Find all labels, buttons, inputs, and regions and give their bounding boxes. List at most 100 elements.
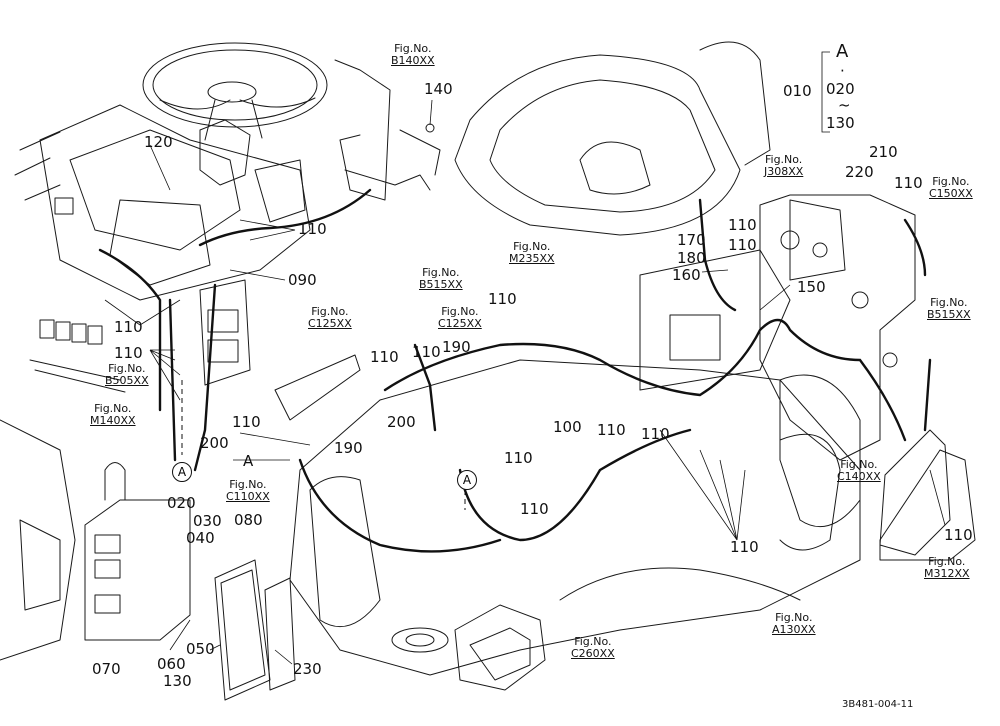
part-label-170: 170 — [677, 231, 706, 249]
drawing-code: 3B481-004-11 — [842, 699, 914, 710]
part-label-040: 040 — [186, 529, 215, 547]
part-label-150: 150 — [797, 278, 826, 296]
part-label-230: 230 — [293, 660, 322, 678]
fig-ref-prefix: Fig.No. — [513, 240, 551, 253]
fig-ref-code: B515XX — [927, 308, 971, 321]
bracket-b140 — [334, 59, 441, 201]
fig-ref-b515-left[interactable]: Fig.No. B515XX — [419, 267, 463, 290]
part-label-190: 190 — [334, 439, 363, 457]
fig-ref-c110[interactable]: Fig.No. C110XX — [226, 479, 270, 502]
part-label-110: 110 — [114, 344, 143, 362]
relay-module — [199, 279, 251, 386]
part-label-210: 210 — [869, 143, 898, 161]
fuse-cover — [214, 559, 296, 701]
part-label-080: 080 — [234, 511, 263, 529]
fig-ref-prefix: Fig.No. — [94, 402, 132, 415]
fig-ref-prefix: Fig.No. — [441, 305, 479, 318]
axle-housing — [779, 374, 976, 561]
frame-left — [0, 419, 76, 661]
fig-ref-b140[interactable]: Fig.No. B140XX — [391, 43, 435, 66]
fig-ref-m312[interactable]: Fig.No. M312XX — [924, 556, 970, 579]
operator-seat — [454, 41, 771, 236]
part-label-200: 200 — [387, 413, 416, 431]
fig-ref-code: J308XX — [764, 165, 804, 178]
fig-ref-c140[interactable]: Fig.No. C140XX — [837, 459, 881, 482]
fig-ref-prefix: Fig.No. — [764, 153, 803, 166]
range-end: 130 — [826, 114, 855, 132]
connection-marker-a: A — [457, 470, 477, 490]
range-start: 020 — [826, 80, 855, 98]
harness-wires — [98, 188, 932, 553]
fig-ref-code: M235XX — [509, 252, 555, 265]
part-label-160: 160 — [672, 266, 701, 284]
range-tilde: ~ — [838, 96, 851, 114]
fig-ref-prefix: Fig.No. — [928, 555, 966, 568]
part-label-110: 110 — [412, 343, 441, 361]
part-label-190: 190 — [442, 338, 471, 356]
fig-ref-prefix: Fig.No. — [108, 362, 146, 375]
part-label-110: 110 — [730, 538, 759, 556]
fig-ref-b515-right[interactable]: Fig.No. B515XX — [927, 297, 971, 320]
fig-ref-code: C125XX — [438, 317, 482, 330]
fig-ref-b505[interactable]: Fig.No. B505XX — [105, 363, 149, 386]
fig-ref-a130[interactable]: Fig.No. A130XX — [772, 612, 816, 635]
connector-cluster-left — [29, 197, 126, 393]
fig-ref-c125-left[interactable]: Fig.No. C125XX — [308, 306, 352, 329]
fig-ref-prefix: Fig.No. — [775, 611, 813, 624]
fig-ref-c260[interactable]: Fig.No. C260XX — [571, 636, 615, 659]
part-label-020: 020 — [167, 494, 196, 512]
fig-ref-prefix: Fig.No. — [394, 42, 432, 55]
part-label-070: 070 — [92, 660, 121, 678]
part-label-050: 050 — [186, 640, 215, 658]
fig-ref-j308[interactable]: Fig.No. J308XX — [764, 154, 803, 177]
part-label-200: 200 — [200, 434, 229, 452]
part-label-100: 100 — [553, 418, 582, 436]
fig-ref-code: B505XX — [105, 374, 149, 387]
part-label-110: 110 — [232, 413, 261, 431]
part-label-130: 130 — [163, 672, 192, 690]
fig-ref-code: C260XX — [571, 647, 615, 660]
bracket-m312 — [879, 429, 951, 556]
fig-ref-prefix: Fig.No. — [574, 635, 612, 648]
part-label-030: 030 — [193, 512, 222, 530]
part-label-010: 010 — [783, 82, 812, 100]
part-label-090: 090 — [288, 271, 317, 289]
fig-ref-code: B515XX — [419, 278, 463, 291]
fig-ref-c125-right[interactable]: Fig.No. C125XX — [438, 306, 482, 329]
connection-label-a: A — [243, 452, 254, 470]
part-label-110: 110 — [504, 449, 533, 467]
transmission-housing — [289, 359, 861, 676]
part-label-110: 110 — [641, 425, 670, 443]
fig-ref-m235[interactable]: Fig.No. M235XX — [509, 241, 555, 264]
control-unit-box — [84, 462, 191, 641]
steering-wheel — [142, 42, 328, 141]
connection-marker-a: A — [172, 462, 192, 482]
fig-ref-c150[interactable]: Fig.No. C150XX — [929, 176, 973, 199]
fig-ref-prefix: Fig.No. — [422, 266, 460, 279]
mount-plate — [274, 354, 361, 421]
part-label-120: 120 — [144, 133, 173, 151]
dashed-leaders — [181, 380, 466, 510]
fig-ref-code: C150XX — [929, 187, 973, 200]
leader-lines — [104, 51, 946, 665]
hydraulic-pump — [454, 604, 546, 691]
part-label-110: 110 — [298, 220, 327, 238]
part-label-110: 110 — [944, 526, 973, 544]
part-label-110: 110 — [488, 290, 517, 308]
fig-ref-m140[interactable]: Fig.No. M140XX — [90, 403, 136, 426]
range-dot: · — [840, 62, 845, 80]
part-label-110: 110 — [370, 348, 399, 366]
part-label-220: 220 — [845, 163, 874, 181]
fig-ref-code: B140XX — [391, 54, 435, 67]
fig-ref-prefix: Fig.No. — [311, 305, 349, 318]
fig-ref-code: C125XX — [308, 317, 352, 330]
part-label-110: 110 — [597, 421, 626, 439]
part-label-140: 140 — [424, 80, 453, 98]
part-label-110: 110 — [114, 318, 143, 336]
part-label-110: 110 — [520, 500, 549, 518]
range-top: A — [836, 41, 849, 62]
part-label-180: 180 — [677, 249, 706, 267]
fig-ref-code: A130XX — [772, 623, 816, 636]
